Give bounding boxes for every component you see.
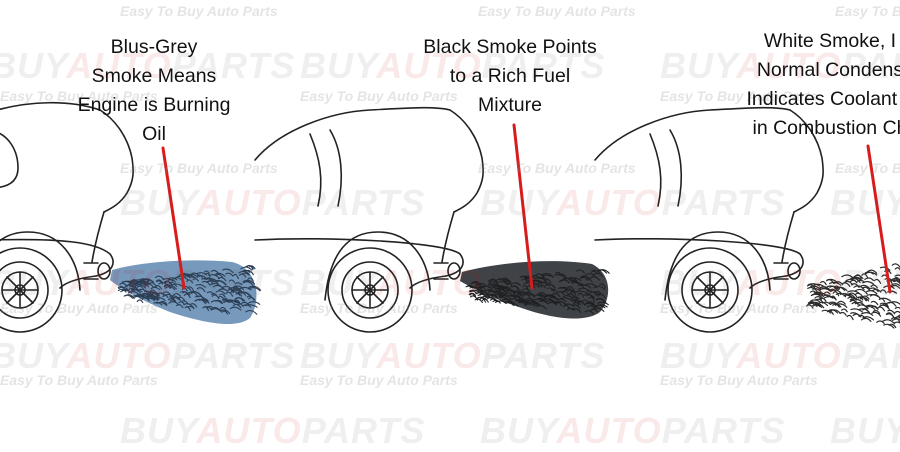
caption-blue-grey-smoke: Blus-Grey Smoke Means Engine is Burning …: [49, 33, 259, 149]
car-rear-panel-2: [255, 108, 483, 332]
caption-line: Smoke Means: [49, 62, 259, 91]
caption-line: Blus-Grey: [49, 33, 259, 62]
caption-line: Engine is Burning: [49, 91, 259, 120]
smoke-streak: [830, 282, 841, 285]
caption-line: White Smoke, I: [690, 27, 900, 56]
caption-black-smoke: Black Smoke Points to a Rich Fuel Mixtur…: [390, 33, 630, 120]
smoke-streak: [863, 282, 874, 284]
caption-line: Oil: [49, 120, 259, 149]
caption-line: Indicates Coolant L: [690, 85, 900, 114]
smoke-streak: [871, 285, 878, 288]
smoke-streak: [878, 307, 885, 311]
smoke-streak: [865, 278, 874, 280]
smoke-streak: [895, 268, 900, 271]
smoke-streak: [843, 283, 850, 287]
smoke-streak: [867, 291, 877, 294]
smoke-streak: [475, 299, 482, 302]
caption-line: Mixture: [390, 91, 630, 120]
smoke-streak: [840, 312, 846, 315]
smoke-streak: [842, 309, 848, 312]
caption-line: Black Smoke Points: [390, 33, 630, 62]
smoke-streak: [821, 282, 827, 285]
smoke-streak: [881, 290, 886, 293]
smoke-streak: [865, 272, 876, 275]
caption-white-smoke: White Smoke, I Normal Condens Indicates …: [690, 27, 900, 143]
smoke-streak: [807, 305, 813, 308]
smoke-streak: [847, 315, 853, 319]
caption-line: to a Rich Fuel: [390, 62, 630, 91]
smoke-streak: [862, 318, 871, 321]
smoke-streak: [859, 315, 865, 318]
smoke-streak: [862, 274, 868, 278]
smoke-streak: [892, 264, 900, 268]
caption-line: Normal Condens: [690, 56, 900, 85]
smoke-streak: [871, 301, 877, 304]
smoke-streak: [875, 279, 881, 283]
smoke-streak: [895, 307, 900, 310]
smoke-streak: [137, 300, 143, 303]
caption-line: in Combustion Ch: [690, 114, 900, 143]
smoke-streak: [861, 313, 872, 316]
smoke-streak: [879, 298, 890, 300]
smoke-streak: [895, 322, 900, 325]
smoke-streak: [887, 302, 896, 306]
